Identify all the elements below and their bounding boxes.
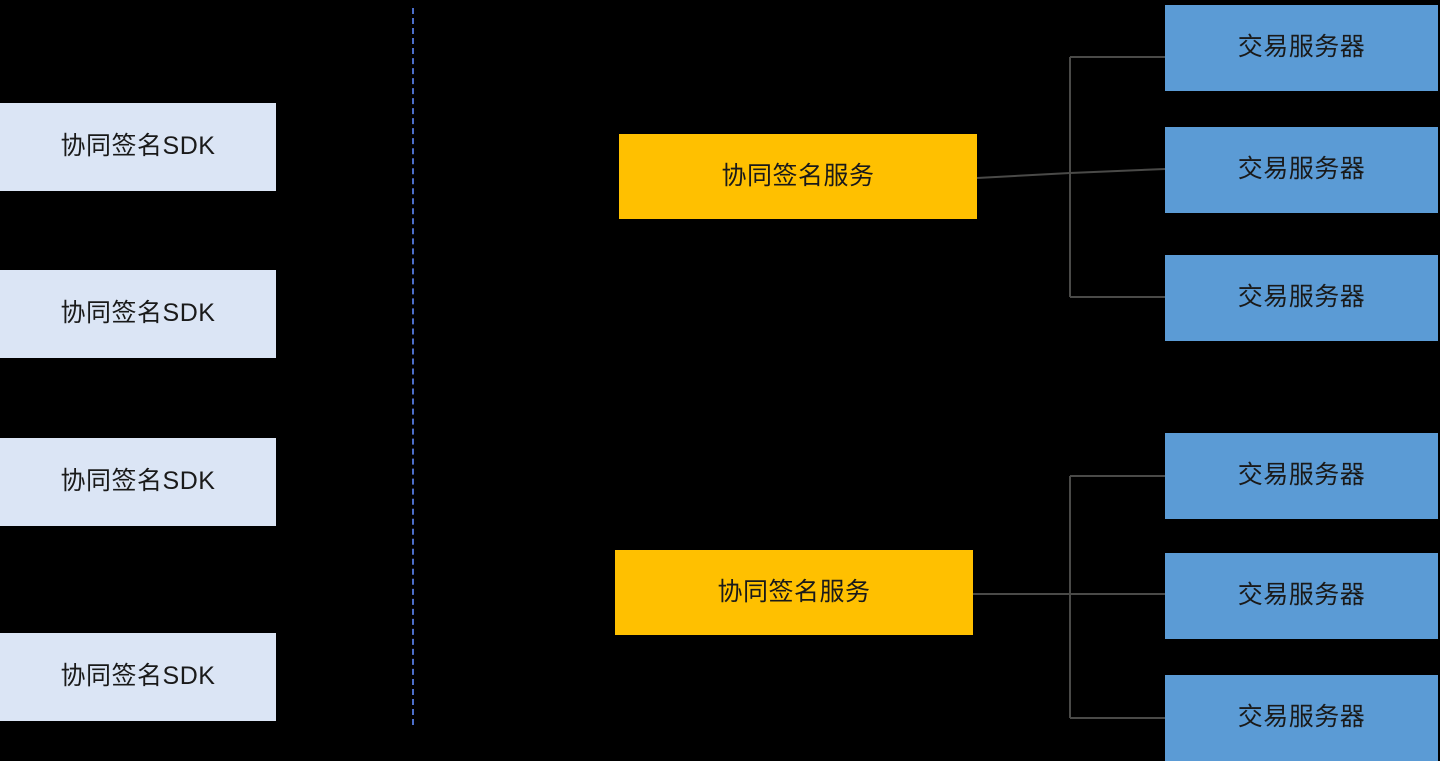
upper-service-link — [976, 172, 1071, 179]
sdk-box-3-label: 协同签名SDK — [60, 467, 216, 496]
server-box-5[interactable]: 交易服务器 — [1165, 553, 1438, 639]
sdk-box-1-label: 协同签名SDK — [60, 132, 216, 161]
server-box-4-label: 交易服务器 — [1237, 461, 1366, 490]
server-box-1-label: 交易服务器 — [1237, 33, 1366, 62]
service-box-2-label: 协同签名服务 — [717, 577, 871, 606]
sdk-box-4[interactable]: 协同签名SDK — [0, 633, 276, 721]
server-box-2[interactable]: 交易服务器 — [1165, 127, 1438, 213]
sdk-box-2-label: 协同签名SDK — [60, 299, 216, 328]
service-box-2[interactable]: 协同签名服务 — [615, 550, 973, 635]
sdk-box-3[interactable]: 协同签名SDK — [0, 438, 276, 526]
server-box-2-label: 交易服务器 — [1237, 155, 1366, 184]
lower-connector-group — [973, 475, 1165, 719]
server-box-6[interactable]: 交易服务器 — [1165, 675, 1438, 761]
server-box-3-label: 交易服务器 — [1237, 283, 1366, 312]
server-box-3[interactable]: 交易服务器 — [1165, 255, 1438, 341]
service-box-1[interactable]: 协同签名服务 — [619, 134, 977, 219]
server-box-5-label: 交易服务器 — [1237, 581, 1366, 610]
server-box-1[interactable]: 交易服务器 — [1165, 5, 1438, 91]
upper-branch-2 — [1069, 168, 1166, 174]
sdk-box-2[interactable]: 协同签名SDK — [0, 270, 276, 358]
server-box-6-label: 交易服务器 — [1237, 703, 1366, 732]
server-box-4[interactable]: 交易服务器 — [1165, 433, 1438, 519]
upper-connector-group — [976, 56, 1166, 298]
vertical-dashed-divider — [412, 8, 414, 725]
service-box-1-label: 协同签名服务 — [721, 161, 875, 190]
sdk-box-4-label: 协同签名SDK — [60, 662, 216, 691]
sdk-box-1[interactable]: 协同签名SDK — [0, 103, 276, 191]
